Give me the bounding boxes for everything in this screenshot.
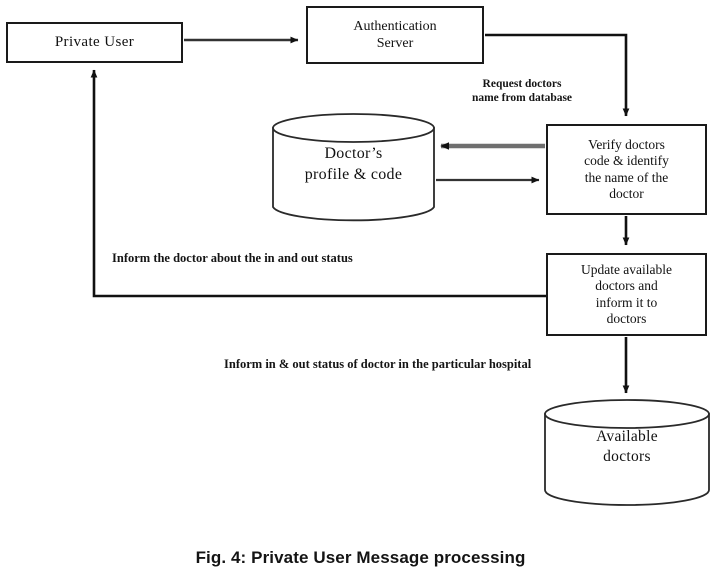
figure-caption: Fig. 4: Private User Message processing bbox=[195, 548, 526, 567]
edge-label-inform-doctor-status: Inform the doctor about the in and out s… bbox=[112, 251, 353, 265]
node-private-user[interactable]: Private User bbox=[6, 22, 183, 63]
cylinder-shape-icon bbox=[272, 113, 435, 222]
cylinder-shape-icon bbox=[544, 399, 710, 506]
edge-label-inform-inout-status: Inform in & out status of doctor in the … bbox=[224, 357, 532, 371]
node-authentication-server[interactable]: Authentication Server bbox=[306, 6, 484, 64]
datastore-doctor-profile[interactable]: Doctor’s profile & code bbox=[271, 113, 436, 224]
node-update-available-doctors[interactable]: Update available doctors and inform it t… bbox=[546, 253, 707, 336]
edge-label-request-doctors: Request doctors name from database bbox=[471, 78, 573, 105]
node-verify-doctors-code[interactable]: Verify doctors code & identify the name … bbox=[546, 124, 707, 215]
datastore-available-doctors[interactable]: Available doctors bbox=[543, 399, 711, 507]
